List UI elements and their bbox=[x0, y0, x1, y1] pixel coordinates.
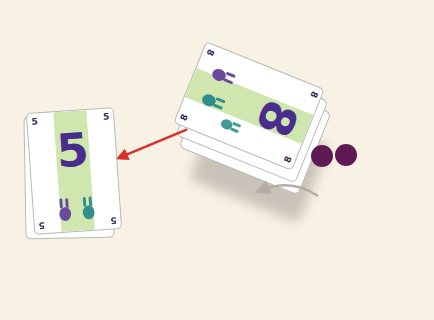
move-arrow bbox=[262, 185, 318, 196]
corner-number: 5 bbox=[103, 111, 110, 121]
bunny-figure bbox=[200, 92, 225, 111]
purple-disc bbox=[335, 144, 357, 166]
corner-number: 8 bbox=[205, 48, 217, 58]
playing-card: 55555 bbox=[26, 107, 122, 235]
corner-number: 5 bbox=[38, 220, 45, 230]
corner-number: 8 bbox=[282, 155, 294, 165]
bunny-figure bbox=[82, 196, 95, 219]
card-number: 5 bbox=[28, 122, 117, 178]
bunny-figure bbox=[219, 118, 241, 134]
playing-card: 88888 bbox=[173, 41, 325, 171]
purple-disc bbox=[311, 145, 333, 167]
bunny-figure bbox=[210, 67, 235, 86]
corner-number: 8 bbox=[178, 113, 190, 123]
move-arrow bbox=[118, 129, 187, 158]
corner-number: 8 bbox=[308, 90, 320, 100]
corner-number: 5 bbox=[31, 116, 38, 126]
corner-number: 5 bbox=[110, 215, 117, 225]
bunny-figure bbox=[58, 198, 71, 221]
